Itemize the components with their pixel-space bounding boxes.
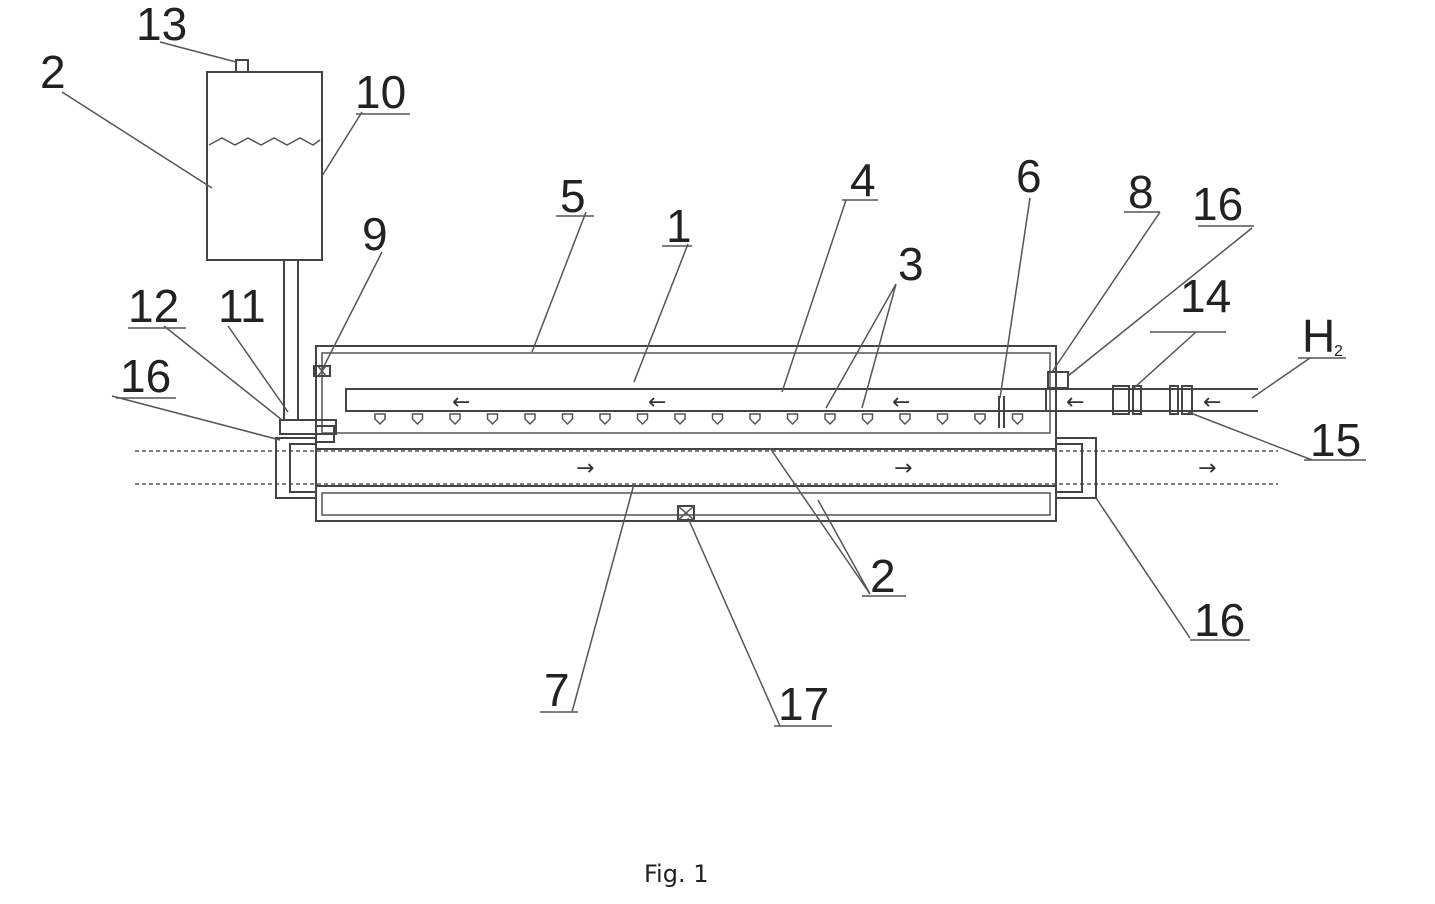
nozzle: [638, 414, 648, 424]
flow-arrow-right: →: [894, 456, 912, 481]
reference-labels: 13 2 10 9 12 11 16 5 1 4 3 6 8 16 14 15 …: [40, 0, 1361, 730]
label-11: 11: [218, 280, 266, 332]
nozzle: [525, 414, 535, 424]
nozzle: [450, 414, 460, 424]
label-16-top-right: 16: [1192, 178, 1243, 230]
flow-arrow-left: ←: [648, 390, 666, 415]
flow-arrow-left: ←: [1066, 390, 1084, 415]
label-2-lower: 2: [870, 550, 896, 602]
label-7: 7: [544, 664, 570, 716]
nozzle: [863, 414, 873, 424]
flow-arrow-left: ←: [892, 390, 910, 415]
nozzle: [713, 414, 723, 424]
leader-lines: [62, 42, 1312, 726]
flow-arrow-right: →: [1198, 456, 1216, 481]
outer-housing: [316, 346, 1056, 521]
flow-arrows: ← ← ← ← ← → → →: [452, 390, 1221, 481]
label-16-bottom-right: 16: [1194, 594, 1245, 646]
nozzle: [900, 414, 910, 424]
flow-arrow-left: ←: [452, 390, 470, 415]
gas-label-h: H: [1302, 310, 1335, 362]
nozzle: [600, 414, 610, 424]
nozzle: [750, 414, 760, 424]
label-10: 10: [355, 66, 406, 118]
nozzle: [1013, 414, 1023, 424]
nozzle: [975, 414, 985, 424]
label-4: 4: [850, 154, 876, 206]
label-5: 5: [560, 170, 586, 222]
label-13: 13: [136, 0, 187, 50]
nozzle: [675, 414, 685, 424]
label-6: 6: [1016, 150, 1042, 202]
nozzle-row: [375, 414, 1023, 424]
label-8: 8: [1128, 166, 1154, 218]
nozzle: [488, 414, 498, 424]
label-16-left: 16: [120, 350, 171, 402]
label-14: 14: [1180, 270, 1231, 322]
figure-caption: Fig. 1: [644, 860, 709, 888]
flow-arrow-left: ←: [1203, 390, 1221, 415]
label-1: 1: [666, 200, 692, 252]
label-15: 15: [1310, 414, 1361, 466]
liquid-tank: [207, 60, 322, 420]
nozzle: [413, 414, 423, 424]
label-9: 9: [362, 208, 388, 260]
label-2-tank: 2: [40, 46, 66, 98]
label-17: 17: [778, 678, 829, 730]
label-12: 12: [128, 280, 179, 332]
nozzle: [375, 414, 385, 424]
nozzle: [563, 414, 573, 424]
nozzle: [788, 414, 798, 424]
gas-distribution-pipe: [346, 372, 1258, 428]
nozzle: [938, 414, 948, 424]
nozzle: [825, 414, 835, 424]
flow-arrow-right: →: [576, 456, 594, 481]
label-3: 3: [898, 238, 924, 290]
